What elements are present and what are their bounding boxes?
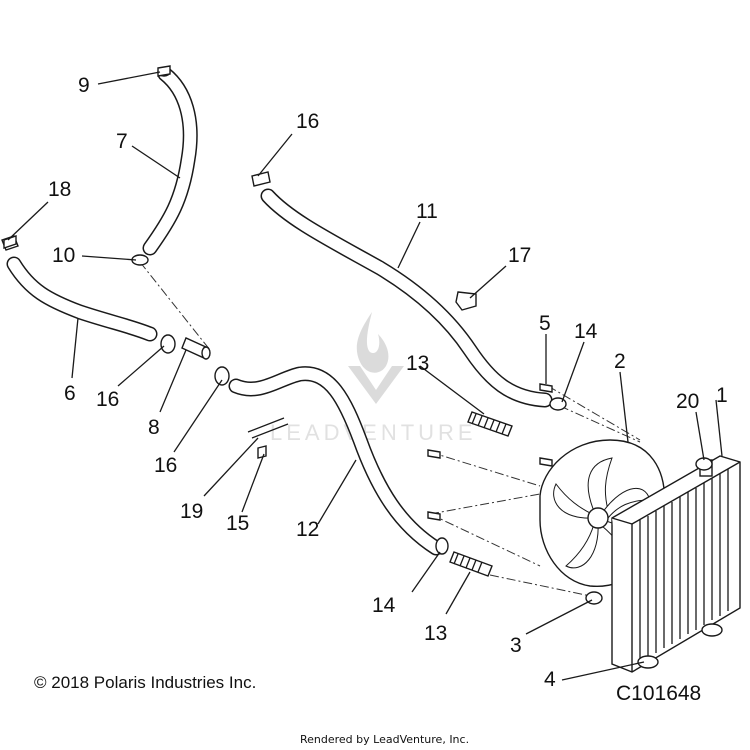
callout-16-top: 16 xyxy=(296,110,319,133)
callout-20: 20 xyxy=(676,390,699,413)
sleeve-13-lower xyxy=(449,551,493,577)
callout-6: 6 xyxy=(64,382,76,405)
callout-7: 7 xyxy=(116,130,128,153)
callout-9: 9 xyxy=(78,74,90,97)
clamp-14-upper xyxy=(549,397,567,411)
callout-5: 5 xyxy=(539,312,551,335)
grommet-4 xyxy=(637,623,723,669)
hose-12 xyxy=(228,366,444,556)
callout-17: 17 xyxy=(508,244,531,267)
rendered-by: Rendered by LeadVenture, Inc. xyxy=(300,733,469,746)
leadventure-flame-logo-icon xyxy=(348,312,404,404)
bolt-15 xyxy=(257,445,267,459)
clip-16-top xyxy=(251,171,271,187)
callout-19: 19 xyxy=(180,500,203,523)
callout-8: 8 xyxy=(148,416,160,439)
clamp-14-lower xyxy=(435,537,449,555)
clip-9 xyxy=(157,65,171,77)
callout-labels: 1 2 3 4 5 6 7 8 9 10 11 12 13 13 14 14 1… xyxy=(48,74,728,691)
clamp-16-left xyxy=(160,334,230,386)
callout-3: 3 xyxy=(510,634,522,657)
hose-6 xyxy=(1,235,158,342)
callout-13-upper: 13 xyxy=(406,352,429,375)
callout-14-lower: 14 xyxy=(372,594,396,617)
clip-18 xyxy=(3,235,17,249)
callout-16-left: 16 xyxy=(96,388,119,411)
sleeve-13-upper xyxy=(467,411,513,437)
callout-12: 12 xyxy=(296,518,319,541)
watermark-text: LEADVENTURE xyxy=(270,420,477,445)
bracket-19 xyxy=(247,417,289,439)
diagram-code: C101648 xyxy=(616,682,701,705)
callout-16-lower: 16 xyxy=(154,454,177,477)
callout-10: 10 xyxy=(52,244,75,267)
callout-14-upper: 14 xyxy=(574,320,598,343)
radiator-core-fins xyxy=(639,469,729,662)
leader-lines xyxy=(7,71,723,681)
callout-11: 11 xyxy=(416,200,438,223)
hose-11 xyxy=(260,188,553,408)
callout-1: 1 xyxy=(716,384,728,407)
callout-18: 18 xyxy=(48,178,71,201)
leadventure-watermark: LEADVENTURE xyxy=(270,312,477,445)
callout-13-lower: 13 xyxy=(424,622,447,645)
callout-15: 15 xyxy=(226,512,249,535)
copyright-notice: © 2018 Polaris Industries Inc. xyxy=(34,673,256,692)
connector-8 xyxy=(181,337,211,360)
callout-4: 4 xyxy=(544,668,556,691)
callout-2: 2 xyxy=(614,350,626,373)
hose-7 xyxy=(142,66,198,256)
screws-5 xyxy=(427,383,553,521)
